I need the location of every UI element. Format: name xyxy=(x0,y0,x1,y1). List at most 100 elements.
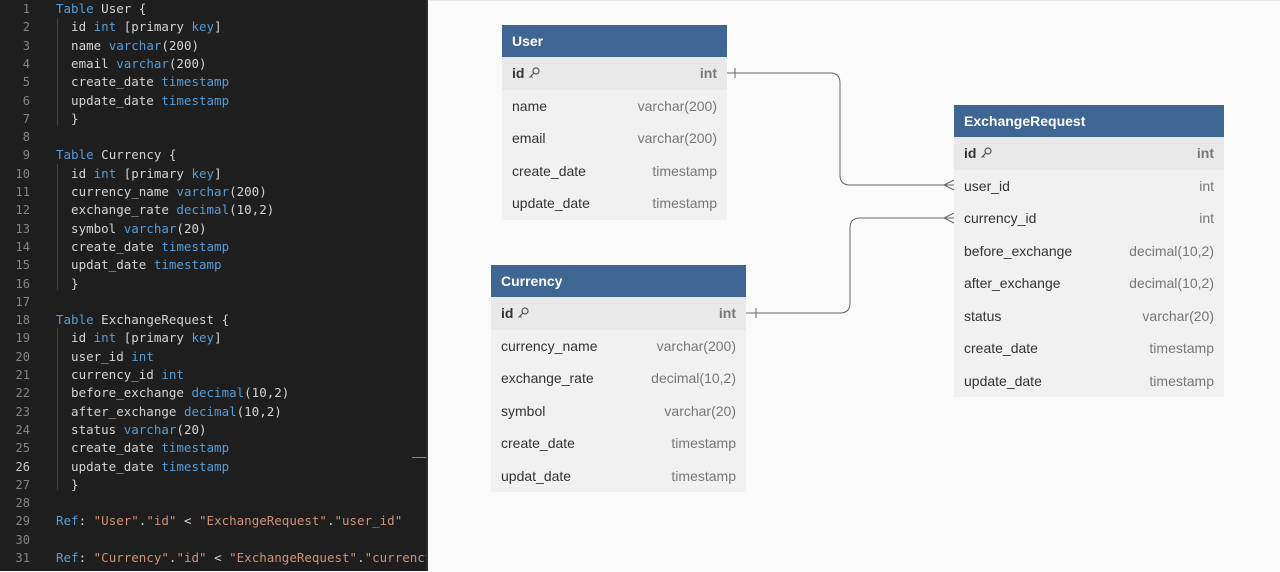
code-line[interactable]: 19 id int [primary key] xyxy=(0,329,428,347)
code-text: exchange_rate decimal(10,2) xyxy=(56,201,274,219)
code-line[interactable]: 31 Ref: "Currency"."id" < "ExchangeReques… xyxy=(0,549,428,567)
code-line[interactable]: 12 exchange_rate decimal(10,2) xyxy=(0,201,428,219)
field-name: updat_date xyxy=(501,460,571,493)
code-line[interactable]: 28 xyxy=(0,494,428,512)
code-line[interactable]: 24 status varchar(20) xyxy=(0,421,428,439)
table-header[interactable]: ExchangeRequest xyxy=(954,105,1224,137)
code-token: currency_id xyxy=(56,367,162,382)
code-token: timestamp xyxy=(161,440,230,456)
code-line[interactable]: 17 xyxy=(0,293,428,311)
code-text: create_date timestamp xyxy=(56,73,229,91)
field-name: create_date xyxy=(512,155,586,188)
relation-currency-exchange[interactable] xyxy=(746,217,954,314)
code-token: key xyxy=(191,165,215,181)
code-line[interactable]: 26 update_date timestamp xyxy=(0,458,428,476)
line-number: 18 xyxy=(15,313,30,328)
relation-user-exchange[interactable] xyxy=(727,72,954,186)
code-line[interactable]: 3 name varchar(200) xyxy=(0,37,428,55)
code-line[interactable]: 13 symbol varchar(20) xyxy=(0,220,428,238)
code-token: name xyxy=(56,37,109,53)
code-line[interactable]: 20 user_id int xyxy=(0,348,428,366)
line-number: 25 xyxy=(15,441,30,456)
line-number: 31 xyxy=(15,551,30,565)
code-token: Table xyxy=(56,1,94,16)
table-header[interactable]: User xyxy=(502,25,727,57)
relationship-lines xyxy=(727,68,955,318)
code-line[interactable]: 10 id int [primary key] xyxy=(0,165,428,183)
code-token: "ExchangeRequest" xyxy=(229,550,358,565)
code-line[interactable]: 6 update_date timestamp xyxy=(0,92,428,110)
field-name-text: currency_name xyxy=(501,337,598,354)
code-token: after_exchange xyxy=(56,403,184,419)
field-name: after_exchange xyxy=(964,267,1061,300)
code-line[interactable]: 21 currency_id int xyxy=(0,366,428,384)
code-token: decimal xyxy=(191,385,245,401)
code-line[interactable]: 8 xyxy=(0,128,428,146)
code-token: User { xyxy=(93,1,147,16)
code-token: (20) xyxy=(176,220,207,236)
code-token: timestamp xyxy=(161,74,230,90)
code-line[interactable]: 7 } xyxy=(0,110,428,128)
code-token: varchar xyxy=(176,184,230,199)
line-number: 23 xyxy=(15,404,30,419)
code-line[interactable]: 11 currency_name varchar(200) xyxy=(0,183,428,201)
code-token: ] xyxy=(214,165,222,181)
code-token: (200) xyxy=(161,37,200,53)
editor-scrollbar[interactable] xyxy=(426,0,428,571)
code-text: symbol varchar(20) xyxy=(56,220,207,238)
code-text: Ref: "Currency"."id" < "ExchangeRequest"… xyxy=(56,549,428,567)
code-token: [primary xyxy=(116,19,192,35)
code-line[interactable]: 16 } xyxy=(0,275,428,293)
code-line[interactable]: 25 create_date timestamp xyxy=(0,439,428,457)
code-line[interactable]: 14 create_date timestamp xyxy=(0,238,428,256)
code-token: "Currency" xyxy=(93,550,169,565)
line-number: 14 xyxy=(15,239,30,254)
code-token: (10,2) xyxy=(244,385,290,401)
line-number: 21 xyxy=(15,368,30,382)
code-text: } xyxy=(56,110,79,128)
code-token: decimal xyxy=(176,202,230,218)
code-line[interactable]: 2 id int [primary key] xyxy=(0,18,428,36)
code-token: create_date xyxy=(56,440,162,456)
field-name-text: updat_date xyxy=(501,467,572,484)
code-line[interactable]: 27 } xyxy=(0,476,428,494)
code-token: varchar xyxy=(108,37,162,53)
table-header[interactable]: Currency xyxy=(491,265,746,297)
code-line[interactable]: 5 create_date timestamp xyxy=(0,73,428,91)
code-line[interactable]: 23 after_exchange decimal(10,2) xyxy=(0,403,428,421)
code-line[interactable]: 30 xyxy=(0,531,428,549)
code-line[interactable]: 4 email varchar(200) xyxy=(0,55,428,73)
line-number: 2 xyxy=(22,20,30,35)
line-number: 19 xyxy=(15,331,30,346)
code-line[interactable]: 22 before_exchange decimal(10,2) xyxy=(0,384,428,402)
code-line[interactable]: 15 updat_date timestamp xyxy=(0,256,428,274)
